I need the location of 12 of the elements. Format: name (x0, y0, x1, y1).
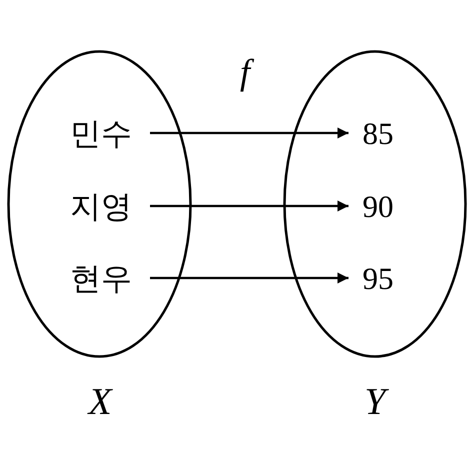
set-ellipse (7, 50, 192, 358)
element-label: 지영 (70, 190, 132, 222)
set-name: X (88, 383, 112, 421)
element-label: 90 (362, 190, 394, 222)
element-label: 85 (362, 118, 394, 148)
set-ellipse (283, 50, 467, 358)
element-label: 민수 (70, 118, 132, 148)
arrow (150, 200, 348, 212)
arrow (150, 272, 348, 284)
element-label: 현우 (70, 262, 132, 294)
arrow (150, 128, 348, 138)
element-label: 95 (362, 262, 394, 294)
